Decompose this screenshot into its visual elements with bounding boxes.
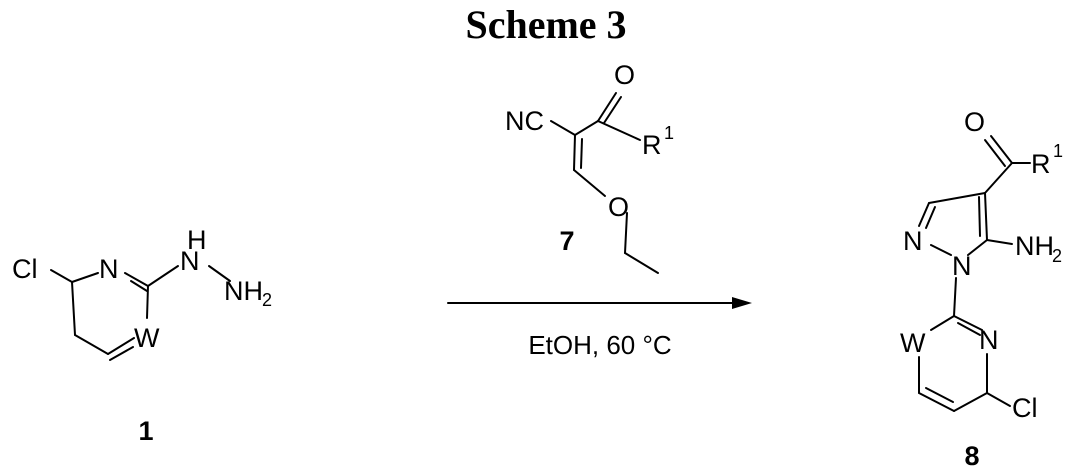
compound-8-number: 8 [964,441,979,471]
compound-8-chlorine: Cl [1012,393,1038,423]
reaction-conditions: EtOH, 60 °C [528,330,671,360]
compound-8-w-atom: W [900,328,926,358]
compound-1-nh-label: NH [224,276,263,306]
compound-7-nitrile: NC [505,106,544,136]
compound-8-amino-subscript: 2 [1052,246,1062,266]
compound-7-structure: O NC R 1 O [505,60,674,273]
compound-7-keto-oxygen: O [614,60,635,90]
compound-8-pyrimidine-nitrogen: N [979,325,999,355]
compound-8-amino-label: NH [1015,231,1054,261]
scheme-title: Scheme 3 [465,2,626,47]
compound-7-ether-oxygen: O [608,192,629,222]
compound-8-oxygen: O [964,107,985,137]
compound-1-nh-subscript: 2 [262,290,272,310]
compound-1-number: 1 [138,416,153,446]
compound-8-bonds [919,136,1030,411]
compound-8-r-superscript: 1 [1053,141,1063,161]
compound-8-pyrazole-n1: N [952,251,972,281]
compound-8-r-group: R [1031,149,1051,179]
compound-1-structure: Cl N W H N NH 2 [12,225,272,360]
compound-1-hydrazine-nitrogen: N [180,246,200,276]
compound-1-chlorine: Cl [12,254,38,284]
compound-1-w-atom: W [134,323,160,353]
compound-7-r-group: R [642,130,662,160]
compound-7-r-superscript: 1 [664,123,674,143]
compound-7-number: 7 [559,226,574,256]
compound-1-ring-nitrogen: N [99,254,119,284]
reaction-arrow [448,297,752,309]
compound-8-structure: O R 1 N N NH 2 W N Cl [900,107,1063,423]
compound-8-pyrazole-n2: N [903,226,923,256]
